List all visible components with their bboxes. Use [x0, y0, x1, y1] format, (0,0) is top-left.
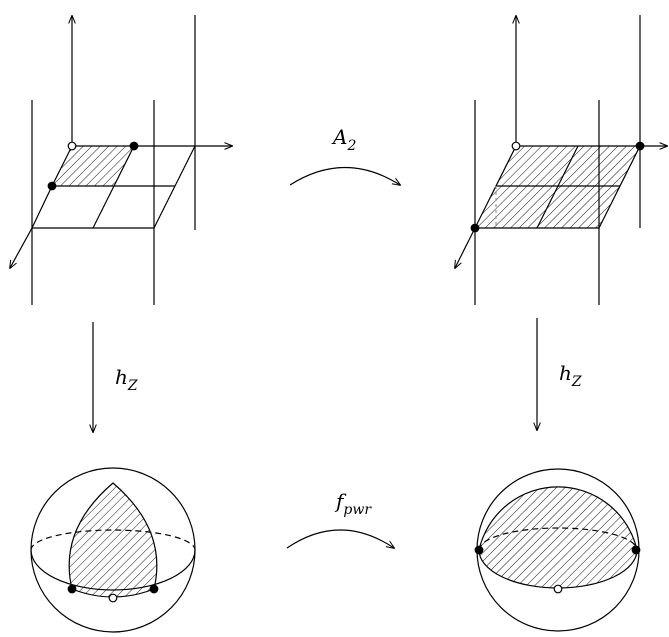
bottom-arrow: fpwr — [286, 489, 394, 548]
left-arrow: hZ — [93, 322, 138, 432]
filled-point — [474, 545, 484, 555]
filled-point — [631, 545, 641, 555]
hatched-lens — [68, 482, 158, 598]
diagonal-axis — [455, 227, 476, 268]
top-arrow: A2 — [289, 125, 400, 185]
svg-text:hZ: hZ — [115, 365, 138, 394]
bottom-arrow-label-subscript: pwr — [343, 502, 372, 518]
svg-text:fpwr: fpwr — [334, 489, 372, 518]
top-arrow-label: A — [331, 125, 347, 149]
filled-point — [470, 223, 480, 233]
svg-text:A2: A2 — [331, 125, 356, 154]
right-arrow-label: h — [559, 361, 572, 385]
top-right-lattice-figure — [455, 15, 667, 305]
svg-text:hZ: hZ — [559, 361, 582, 390]
bottom-right-sphere-figure — [474, 468, 641, 632]
hatched-cap — [479, 486, 637, 588]
bottom-left-sphere-figure — [30, 467, 196, 633]
right-arrow: hZ — [537, 318, 582, 430]
open-point — [511, 141, 521, 151]
filled-point — [149, 584, 159, 594]
filled-point — [67, 584, 77, 594]
hatched-region — [52, 146, 134, 186]
diagonal-axis — [10, 227, 33, 268]
left-arrow-label-subscript: Z — [127, 378, 138, 394]
filled-point — [635, 141, 645, 151]
open-point — [67, 141, 77, 151]
filled-point — [129, 141, 139, 151]
top-left-lattice-figure — [10, 15, 232, 305]
open-point — [553, 584, 563, 594]
open-point — [108, 593, 118, 603]
filled-point — [47, 181, 57, 191]
right-arrow-label-subscript: Z — [571, 374, 582, 390]
left-arrow-label: h — [115, 365, 128, 389]
top-arrow-label-subscript: 2 — [346, 138, 356, 154]
